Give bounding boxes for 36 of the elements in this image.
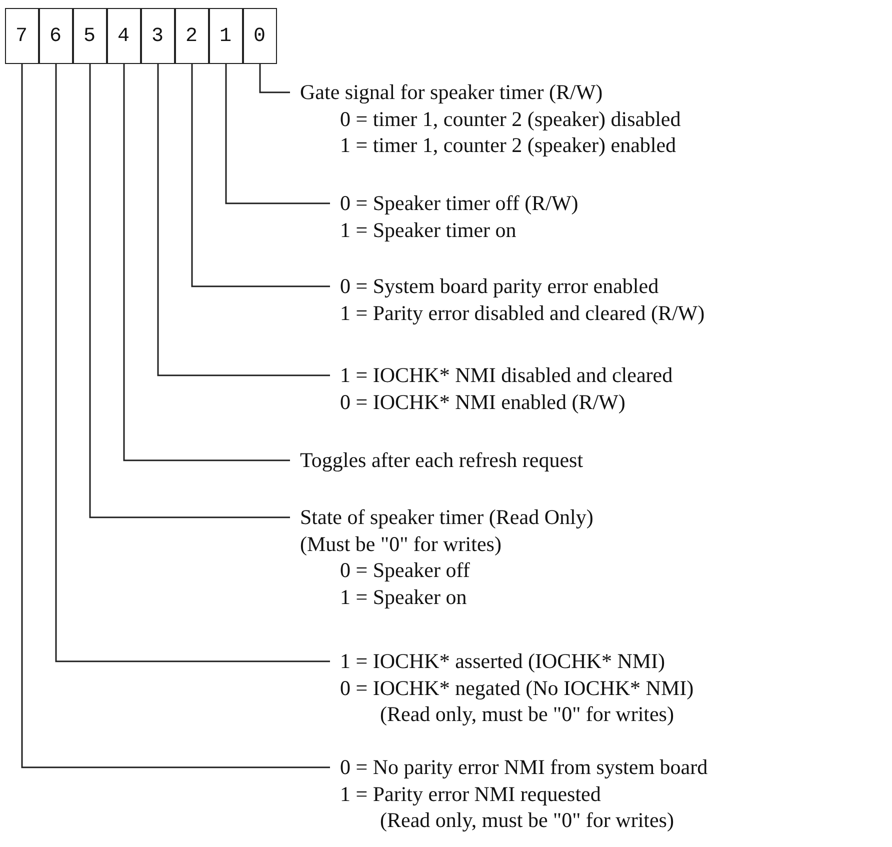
bit-description: Toggles after each refresh request [299, 447, 584, 474]
bit-description: 0 = Speaker timer off (R/W) [339, 190, 578, 217]
leader-line [89, 64, 290, 518]
bit-cell: 1 [208, 8, 242, 64]
bit-description: (Read only, must be "0" for writes) [379, 807, 675, 834]
bit-description: 1 = Parity error disabled and cleared (R/W) [339, 300, 705, 326]
bit-description: 1 = Parity error NMI requested [339, 780, 602, 808]
leader-line [191, 64, 330, 288]
leader-line [157, 64, 330, 376]
bit-cell: 7 [4, 8, 38, 64]
bit-description: 1 = timer 1, counter 2 (speaker) enabled [339, 132, 678, 160]
bit-cell: 6 [38, 8, 72, 64]
bit-description: (Must be "0" for writes) [299, 530, 502, 558]
bit-description: 0 = No parity error NMI from system board [339, 754, 708, 781]
bit-description: 1 = Speaker on [339, 584, 468, 611]
bit-description: 1 = Speaker timer on [339, 216, 518, 244]
bit-description: 1 = IOCHK* NMI disabled and cleared [339, 362, 673, 389]
bit-cell: 2 [174, 8, 208, 64]
bit-description: 1 = IOCHK* asserted (IOCHK* NMI) [339, 648, 666, 675]
leader-line [259, 64, 290, 94]
leader-line [123, 64, 290, 462]
bit-cell: 0 [242, 8, 276, 64]
bit-cell: 5 [72, 8, 106, 64]
bit-description: (Read only, must be "0" for writes) [379, 701, 675, 728]
leader-line [225, 64, 330, 204]
bit-description: 0 = Speaker off [339, 557, 471, 584]
bit-description: 0 = System board parity error enabled [339, 273, 660, 300]
leader-line [21, 64, 330, 768]
bit-cell: 3 [140, 8, 174, 64]
bit-description: State of speaker timer (Read Only) [299, 504, 594, 531]
bit-description: 0 = timer 1, counter 2 (speaker) disabled [339, 106, 681, 132]
leader-line [55, 64, 330, 662]
bit-cell: 4 [106, 8, 140, 64]
bit-description: 0 = IOCHK* negated (No IOCHK* NMI) [339, 674, 694, 702]
bit-description: 0 = IOCHK* NMI enabled (R/W) [339, 388, 626, 416]
bit-description: Gate signal for speaker timer (R/W) [299, 79, 604, 106]
